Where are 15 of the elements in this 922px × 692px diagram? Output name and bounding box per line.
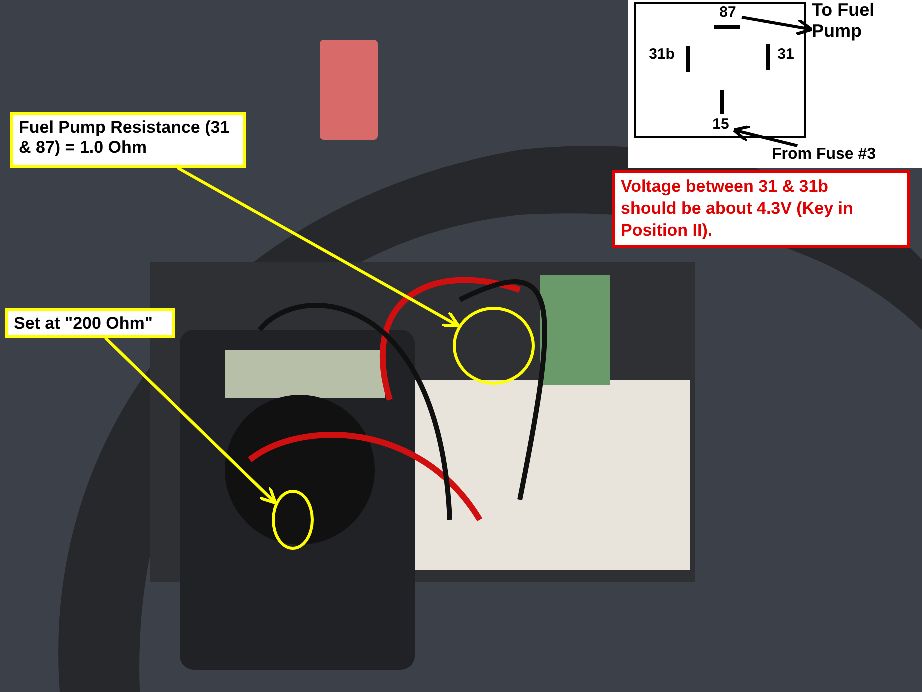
arrow	[104, 336, 278, 505]
pin-label: 31	[772, 46, 800, 68]
highlight-circle	[453, 307, 535, 385]
callout-box: Set at "200 Ohm"	[5, 308, 175, 338]
arrow	[177, 166, 460, 328]
annotation-text: From Fuse #3	[772, 146, 912, 168]
pin-label: 15	[708, 116, 734, 138]
note-box: Voltage between 31 & 31b should be about 4.3V (Key in Position II).	[612, 170, 910, 248]
arrow	[732, 125, 798, 148]
annotation-text: To Fuel Pump	[812, 0, 884, 72]
pin-label: 87	[714, 4, 742, 26]
highlight-circle	[272, 490, 314, 550]
pin-label: 31b	[644, 46, 680, 68]
arrow	[742, 16, 814, 36]
callout-box: Fuel Pump Resistance (31 & 87) = 1.0 Ohm	[10, 112, 246, 168]
